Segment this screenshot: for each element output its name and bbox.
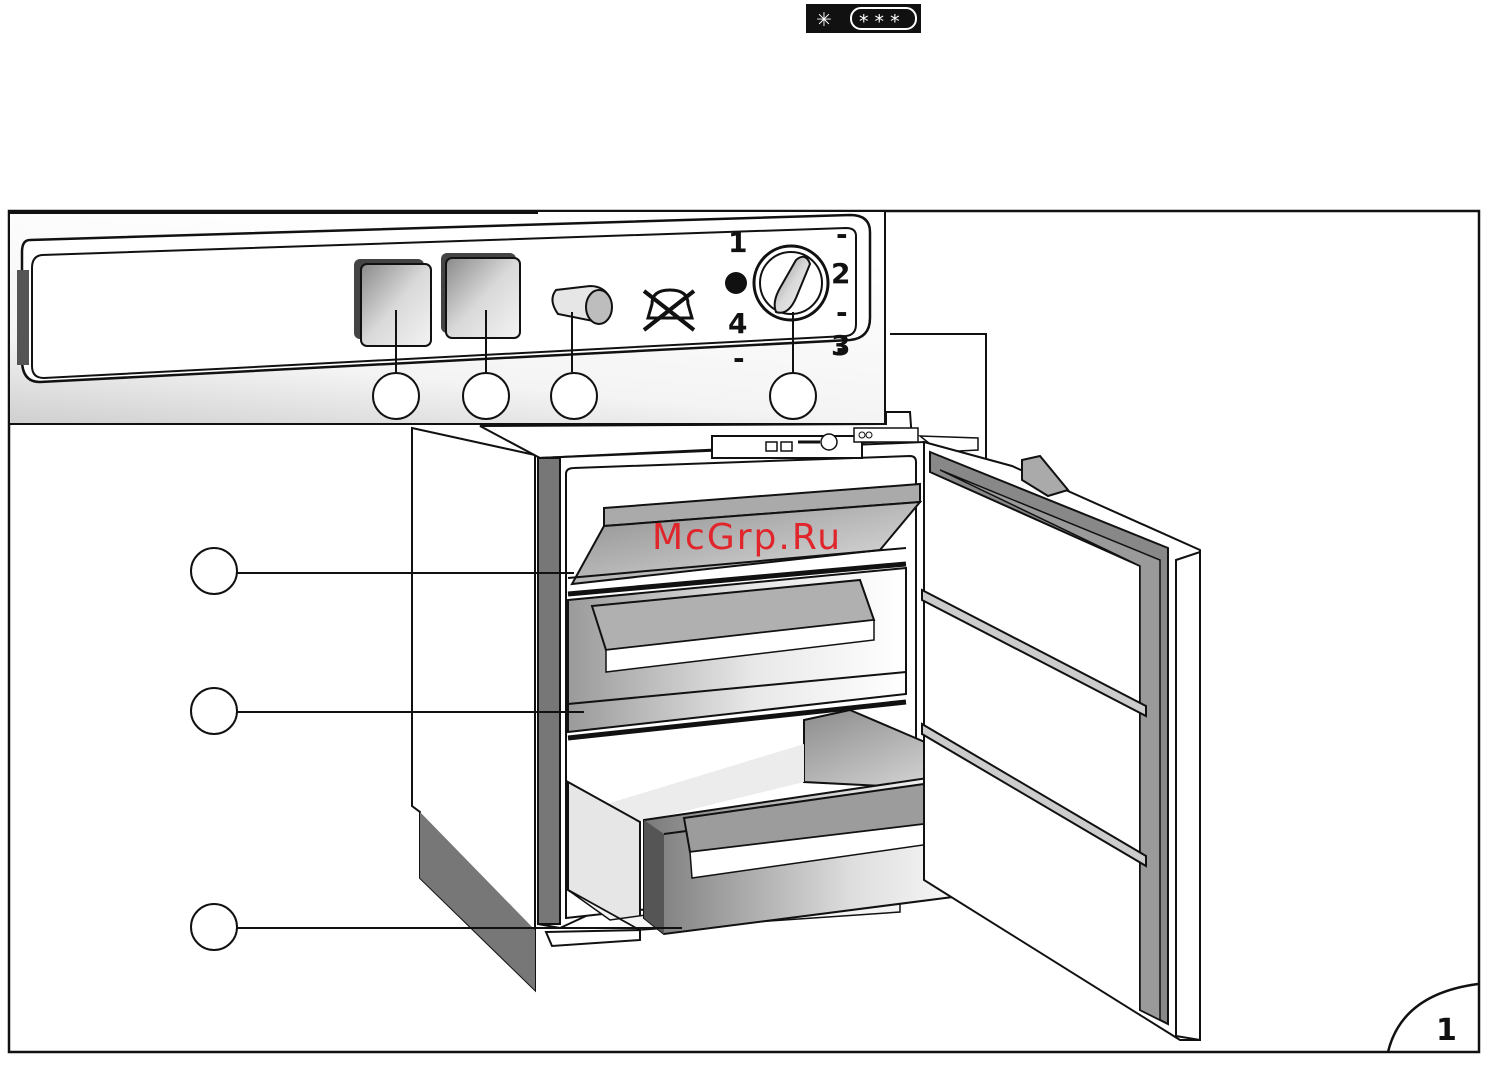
star-rating-badge: ✳ * * * <box>806 4 921 33</box>
dial-dash-4: - <box>836 332 848 365</box>
dial-label-2: 2 <box>831 257 850 290</box>
dial-label-1: 1 <box>728 226 747 259</box>
snowflake-icon: ✳ <box>816 9 832 31</box>
callout-bubble-dial <box>770 373 816 419</box>
page-number-corner: 1 <box>1388 984 1478 1052</box>
thermostat-dial[interactable] <box>754 246 828 320</box>
control-panel-inset: 1 2 3 4 - - - - <box>9 211 885 424</box>
callout-bubble-alarm <box>463 373 509 419</box>
dial-dash-1: - <box>836 218 848 251</box>
power-lamp <box>725 272 747 294</box>
freezer-door <box>922 442 1200 1040</box>
watermark-text: McGrp.Ru <box>652 517 842 558</box>
alarm-reset-button[interactable] <box>446 258 520 338</box>
callout-bubble-fast-freeze <box>373 373 419 419</box>
callout-bubble-lamp <box>551 373 597 419</box>
dial-label-4: 4 <box>728 307 747 340</box>
dial-dash-2: - <box>836 296 848 329</box>
freezer-cabinet <box>412 412 992 990</box>
page-number: 1 <box>1436 1013 1457 1048</box>
stars-label: * * * <box>859 11 900 33</box>
dial-dash-3: - <box>733 342 745 375</box>
